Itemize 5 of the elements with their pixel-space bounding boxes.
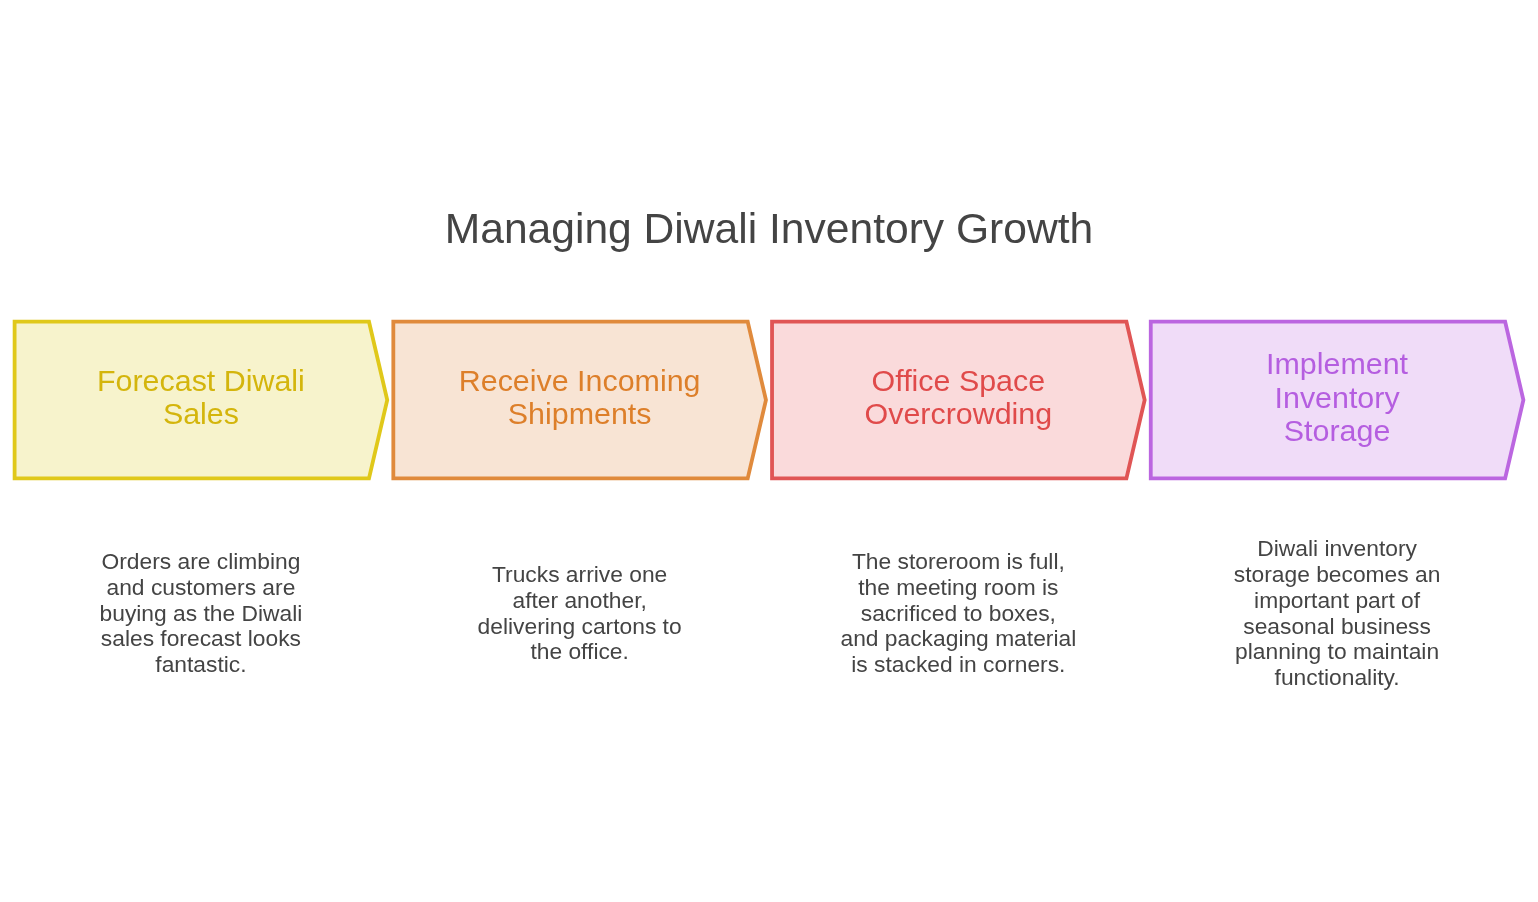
node-label: Diwali inventory storage becomes an important part of seasonal business planning to maintain functionality. bbox=[1233, 534, 1441, 691]
diagram-title: Managing Diwali Inventory Growth bbox=[444, 204, 1094, 253]
node-label: Trucks arrive one after another, delivering cartons to the office. bbox=[477, 560, 682, 665]
node-label: Orders are climbing and customers are buying as the Diwali sales forecast looks fantastic. bbox=[99, 547, 303, 678]
node-label: The storeroom is full, the meeting room is sacrificed to boxes, and packaging material is stacked in corners. bbox=[840, 547, 1077, 678]
